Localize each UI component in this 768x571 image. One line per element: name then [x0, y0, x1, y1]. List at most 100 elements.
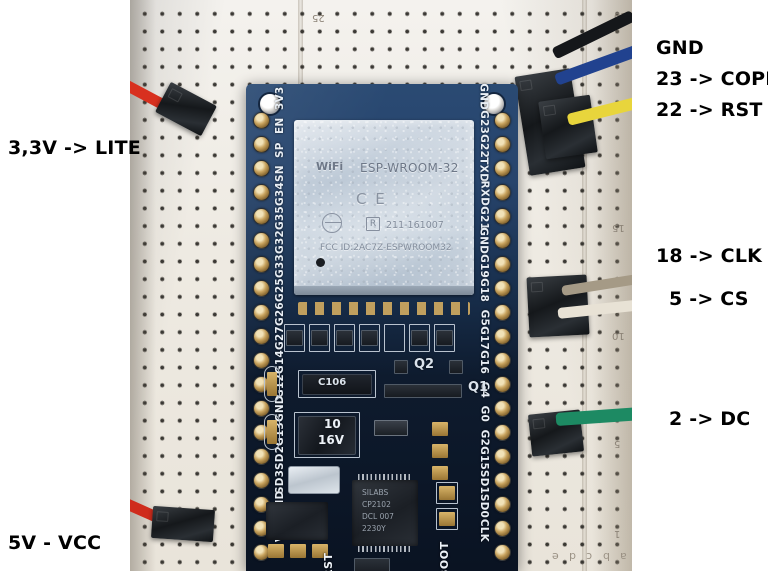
ic-label-line1: SILABS: [362, 488, 389, 497]
breadboard-row-number: 25: [312, 12, 325, 23]
crystal-oscillator: [288, 466, 340, 494]
silk-outline: [309, 324, 330, 352]
esp32-devkit-board: WiFi ESP-WROOM-32 C E R 211-161007 FCC I…: [246, 83, 518, 571]
regulator-pad: [312, 544, 328, 558]
ic-label-line3: DCL 007: [362, 512, 394, 521]
fcc-id-label: FCC ID:2AC7Z-ESPWROOM32: [320, 243, 452, 253]
pin-pad: [494, 256, 511, 273]
pin-pad: [494, 352, 511, 369]
electrolytic-capacitor: [298, 416, 356, 455]
silk-outline: [384, 324, 405, 352]
silk-label-q1: Q1: [468, 380, 489, 395]
cp2102-usb-uart-ic: [352, 480, 418, 546]
pin-label-g0: G0: [478, 405, 490, 422]
anno-2-dc: 2 -> DC: [669, 408, 751, 430]
pin-pad: [253, 112, 270, 129]
pin-header-right: GND G23 G22 TXD RXD G21 GND G19 G18 G5 G…: [478, 83, 514, 563]
smd-capacitor-c106: [302, 374, 372, 395]
antenna-symbol-icon: [322, 213, 342, 233]
pin-pad: [494, 328, 511, 345]
smd-component: [432, 466, 448, 480]
smd-component: [354, 558, 390, 571]
pin-label-g18: G18: [478, 278, 490, 302]
pin-pad: [494, 280, 511, 297]
pin-label-g34: G34: [274, 182, 286, 206]
pin-pad: [253, 472, 270, 489]
pin-pad: [494, 208, 511, 225]
pin-label-g17: G17: [478, 326, 490, 350]
pin-label-sd0: SD0: [478, 493, 490, 518]
pin-pad: [253, 352, 270, 369]
anno-gnd: GND: [656, 37, 704, 59]
silk-outline: [359, 324, 380, 352]
ic-pins-bottom: [358, 546, 412, 552]
breadboard-column-letter: a: [620, 550, 627, 563]
pin-pad: [494, 496, 511, 513]
boot-button-label: BOOT: [438, 541, 451, 571]
pin-label-sp: SP: [274, 142, 286, 158]
smd-resistor: [311, 330, 328, 346]
pin-pad: [494, 184, 511, 201]
dupont-connector-rst: [538, 94, 598, 160]
silk-label-q2: Q2: [414, 357, 435, 372]
pin-pad: [253, 232, 270, 249]
pin-label-g15: G15: [478, 446, 490, 470]
pin-label-g23: G23: [478, 110, 490, 134]
r-mark-icon: R: [366, 217, 380, 231]
pin-pad: [494, 232, 511, 249]
capacitor-value-top: 10: [324, 417, 341, 431]
dupont-connector-5v-vcc: [150, 505, 216, 543]
breadboard-row-number: 10: [612, 330, 625, 341]
pin-pad: [494, 376, 511, 393]
breadboard-column-letter: e: [552, 550, 559, 563]
silk-label-c106: C106: [318, 377, 347, 388]
through-hole-resistor: [267, 372, 277, 396]
voltage-regulator: [266, 502, 328, 540]
pin-label-g19: G19: [478, 254, 490, 278]
regulator-pad: [268, 544, 284, 558]
breadboard-row-number: 5: [614, 438, 621, 449]
pin-pad: [494, 448, 511, 465]
smd-component: [432, 444, 448, 458]
pin-label-gnd: GND: [478, 83, 490, 110]
pin-label-g16: G16: [478, 350, 490, 374]
breadboard-column-letter: c: [586, 550, 593, 563]
module-label: ESP-WROOM-32: [360, 161, 459, 175]
silk-outline: [334, 324, 355, 352]
smd-component: [374, 420, 408, 436]
breadboard-column-letter: b: [603, 550, 610, 563]
anno-5-cs: 5 -> CS: [669, 288, 749, 310]
pin-label-g2: G2: [478, 429, 490, 446]
pin-pad: [253, 304, 270, 321]
pin-label-sd2: SD2: [274, 445, 286, 470]
smd-resistor: [436, 330, 453, 346]
castellation-row: [298, 302, 470, 315]
shield-marker-dot-icon: [316, 258, 325, 267]
silk-outline: [436, 508, 458, 530]
pin-label-g5: G5: [478, 309, 490, 326]
pin-label-sd1: SD1: [478, 469, 490, 494]
breadboard-row-number: 15: [612, 222, 625, 233]
shield-texture: [294, 120, 474, 295]
smd-resistor: [336, 330, 353, 346]
pin-pad: [253, 136, 270, 153]
ic-label-line4: 2230Y: [362, 524, 386, 533]
breadboard-row-number: 1: [614, 528, 621, 539]
smd-transistor-q1: [449, 360, 463, 374]
silk-outline-resistor: [264, 414, 280, 450]
anno-18-clk: 18 -> CLK: [656, 245, 763, 267]
anno-3v3-lite: 3,3V -> LITE: [8, 137, 141, 159]
silk-outline: [409, 324, 430, 352]
silk-outline: [436, 482, 458, 504]
pin-label-clk: CLK: [478, 518, 490, 542]
ic-label-line2: CP2102: [362, 500, 391, 509]
anno-22-rst: 22 -> RST: [656, 99, 763, 121]
mounting-hole-left: [258, 92, 282, 116]
silk-outline-resistor: [264, 366, 280, 402]
smd-component: [439, 512, 455, 526]
pin-label-en: EN: [274, 117, 286, 134]
anno-23-copi: 23 -> COPI: [656, 68, 768, 90]
pin-pad: [494, 304, 511, 321]
pin-pad: [494, 544, 511, 561]
